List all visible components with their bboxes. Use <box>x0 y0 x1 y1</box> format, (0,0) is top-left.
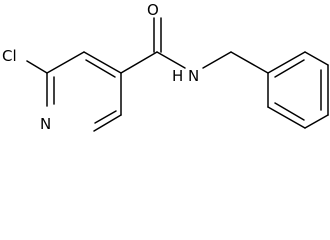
bond-c3-c4-double <box>85 59 116 78</box>
bond-ph4-ph5 <box>304 114 329 129</box>
bond-ph5-ph6-double <box>274 102 305 121</box>
bond-ph1-ph2 <box>267 51 306 74</box>
bond-nitrogen-ch2 <box>202 51 232 69</box>
bond-ph2-ph3 <box>304 51 329 66</box>
bond-c5-c6 <box>93 114 122 132</box>
pyridine-ring <box>46 51 122 132</box>
bond-ch2-phenyl <box>230 51 269 74</box>
bond-c4-carbonyl <box>120 51 158 74</box>
amide-group <box>120 17 186 74</box>
atom-amide-nitrogen: N <box>188 67 199 85</box>
atom-chlorine: Cl <box>2 47 17 65</box>
bond-c5-c6-double <box>94 110 117 124</box>
bond-c2-c3 <box>46 51 85 74</box>
bond-ph5-ph6 <box>267 106 306 129</box>
phenyl-ring <box>267 51 329 129</box>
bond-carbonyl-nitrogen <box>156 51 186 69</box>
atom-amide-hydrogen: H <box>172 67 183 85</box>
bond-ph1-ph2-double <box>274 59 305 78</box>
chemical-structure: Cl N O N H <box>2 1 329 133</box>
atom-ring-nitrogen: N <box>40 115 51 133</box>
bond-c3-c4 <box>83 51 122 74</box>
atom-oxygen: O <box>147 1 159 19</box>
bond-c2-cl <box>26 60 48 74</box>
